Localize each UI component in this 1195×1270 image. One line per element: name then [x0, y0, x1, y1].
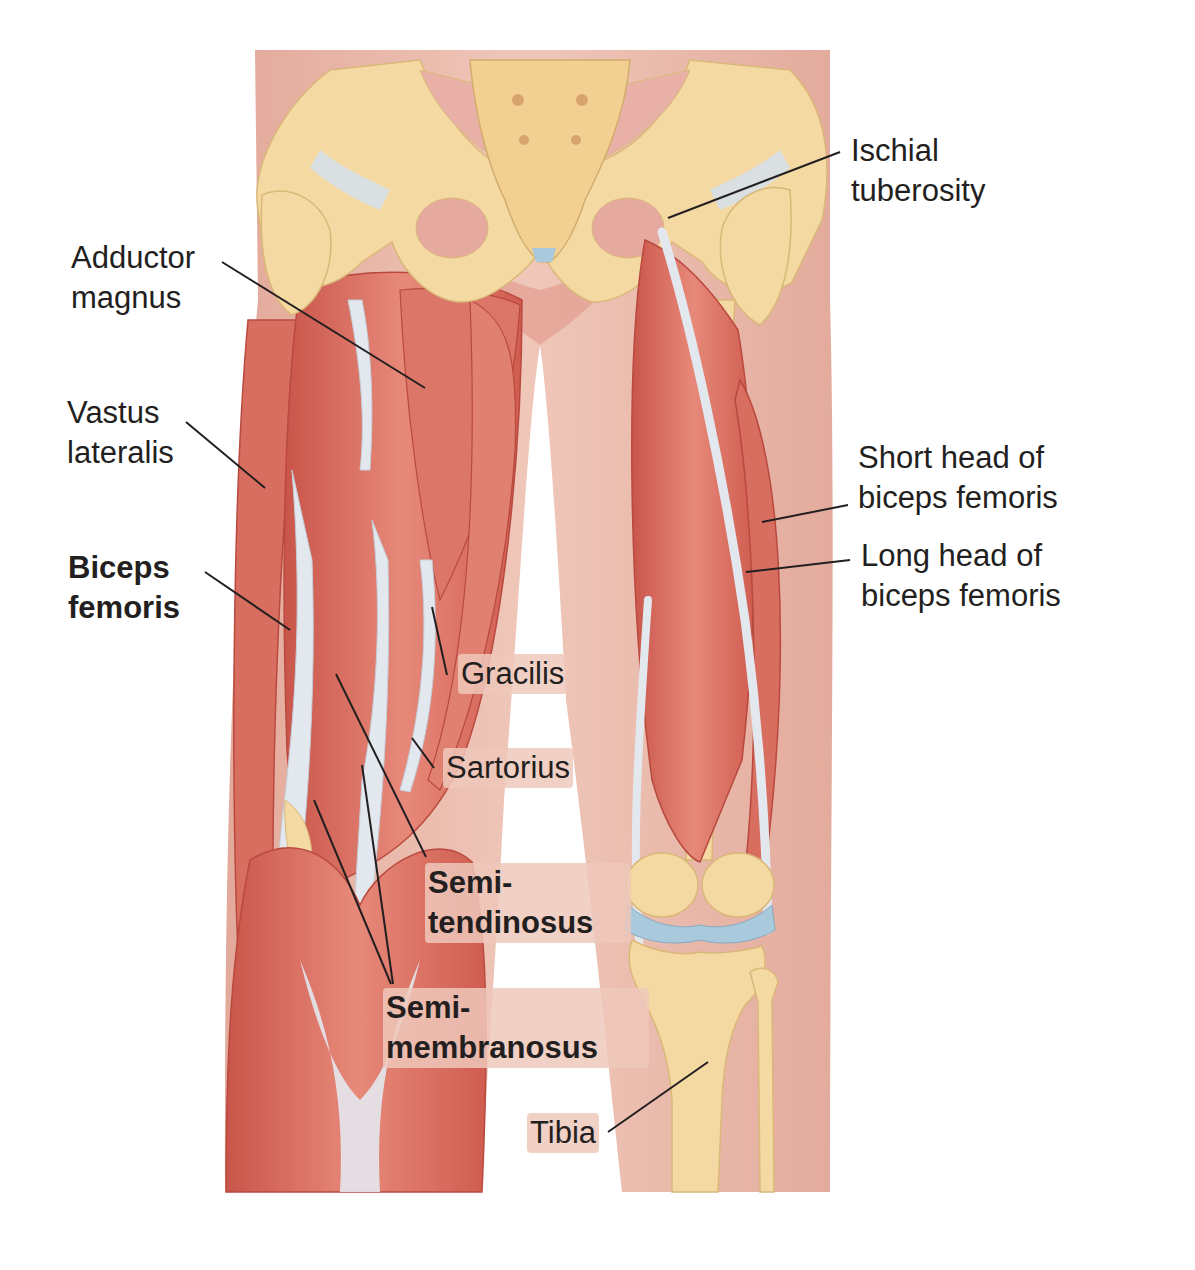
sacrum-bone: [470, 60, 630, 262]
leader-line: [668, 152, 840, 218]
leader-line: [432, 607, 447, 675]
leader-line: [412, 738, 434, 768]
femoral-condyle: [626, 853, 698, 917]
sacral-foramen: [571, 135, 581, 145]
leader-line: [186, 422, 265, 488]
coccyx-ligament: [532, 248, 556, 262]
leader-lines: [186, 152, 850, 1132]
femoral-condyle: [702, 853, 774, 917]
sacral-foramen: [512, 94, 524, 106]
muscle-label: Sartorius: [443, 748, 573, 788]
fibula-bone: [750, 968, 778, 1192]
bone-label: Tibia: [527, 1113, 599, 1153]
biceps-tendon: [662, 232, 768, 930]
muscle-label: Gracilis: [458, 654, 567, 694]
bone-label: Ischial tuberosity: [848, 131, 1054, 211]
sartorius-tendon: [400, 560, 435, 792]
sacral-foramen: [576, 94, 588, 106]
muscle-label: Vastus lateralis: [64, 393, 230, 473]
muscle-label: Biceps femoris: [65, 548, 221, 628]
hip-ligament: [310, 150, 790, 210]
leader-line: [746, 560, 850, 572]
muscle-label: Long head of biceps femoris: [858, 536, 1124, 616]
muscle-label: Short head of biceps femoris: [855, 438, 1121, 518]
leader-line: [608, 1062, 708, 1132]
muscle-label: Semi- membranosus: [383, 988, 649, 1068]
leader-line: [336, 674, 426, 857]
meniscus: [625, 905, 775, 943]
leader-line: [362, 765, 393, 984]
tibia-bone: [629, 940, 765, 1192]
femur-head-left: [261, 191, 331, 315]
obturator-foramen: [416, 198, 488, 258]
semimembranosus-tendon: [348, 300, 372, 470]
sacral-foramen: [519, 135, 529, 145]
body-silhouette: [225, 50, 833, 1192]
muscle-label: Adductor magnus: [68, 238, 254, 318]
muscle-label: Semi- tendinosus: [425, 863, 631, 943]
hamstring-mass: [284, 272, 522, 880]
leader-line: [222, 262, 425, 388]
leader-line: [205, 572, 290, 630]
gracilis-muscle: [428, 300, 516, 790]
leader-line: [762, 505, 848, 522]
